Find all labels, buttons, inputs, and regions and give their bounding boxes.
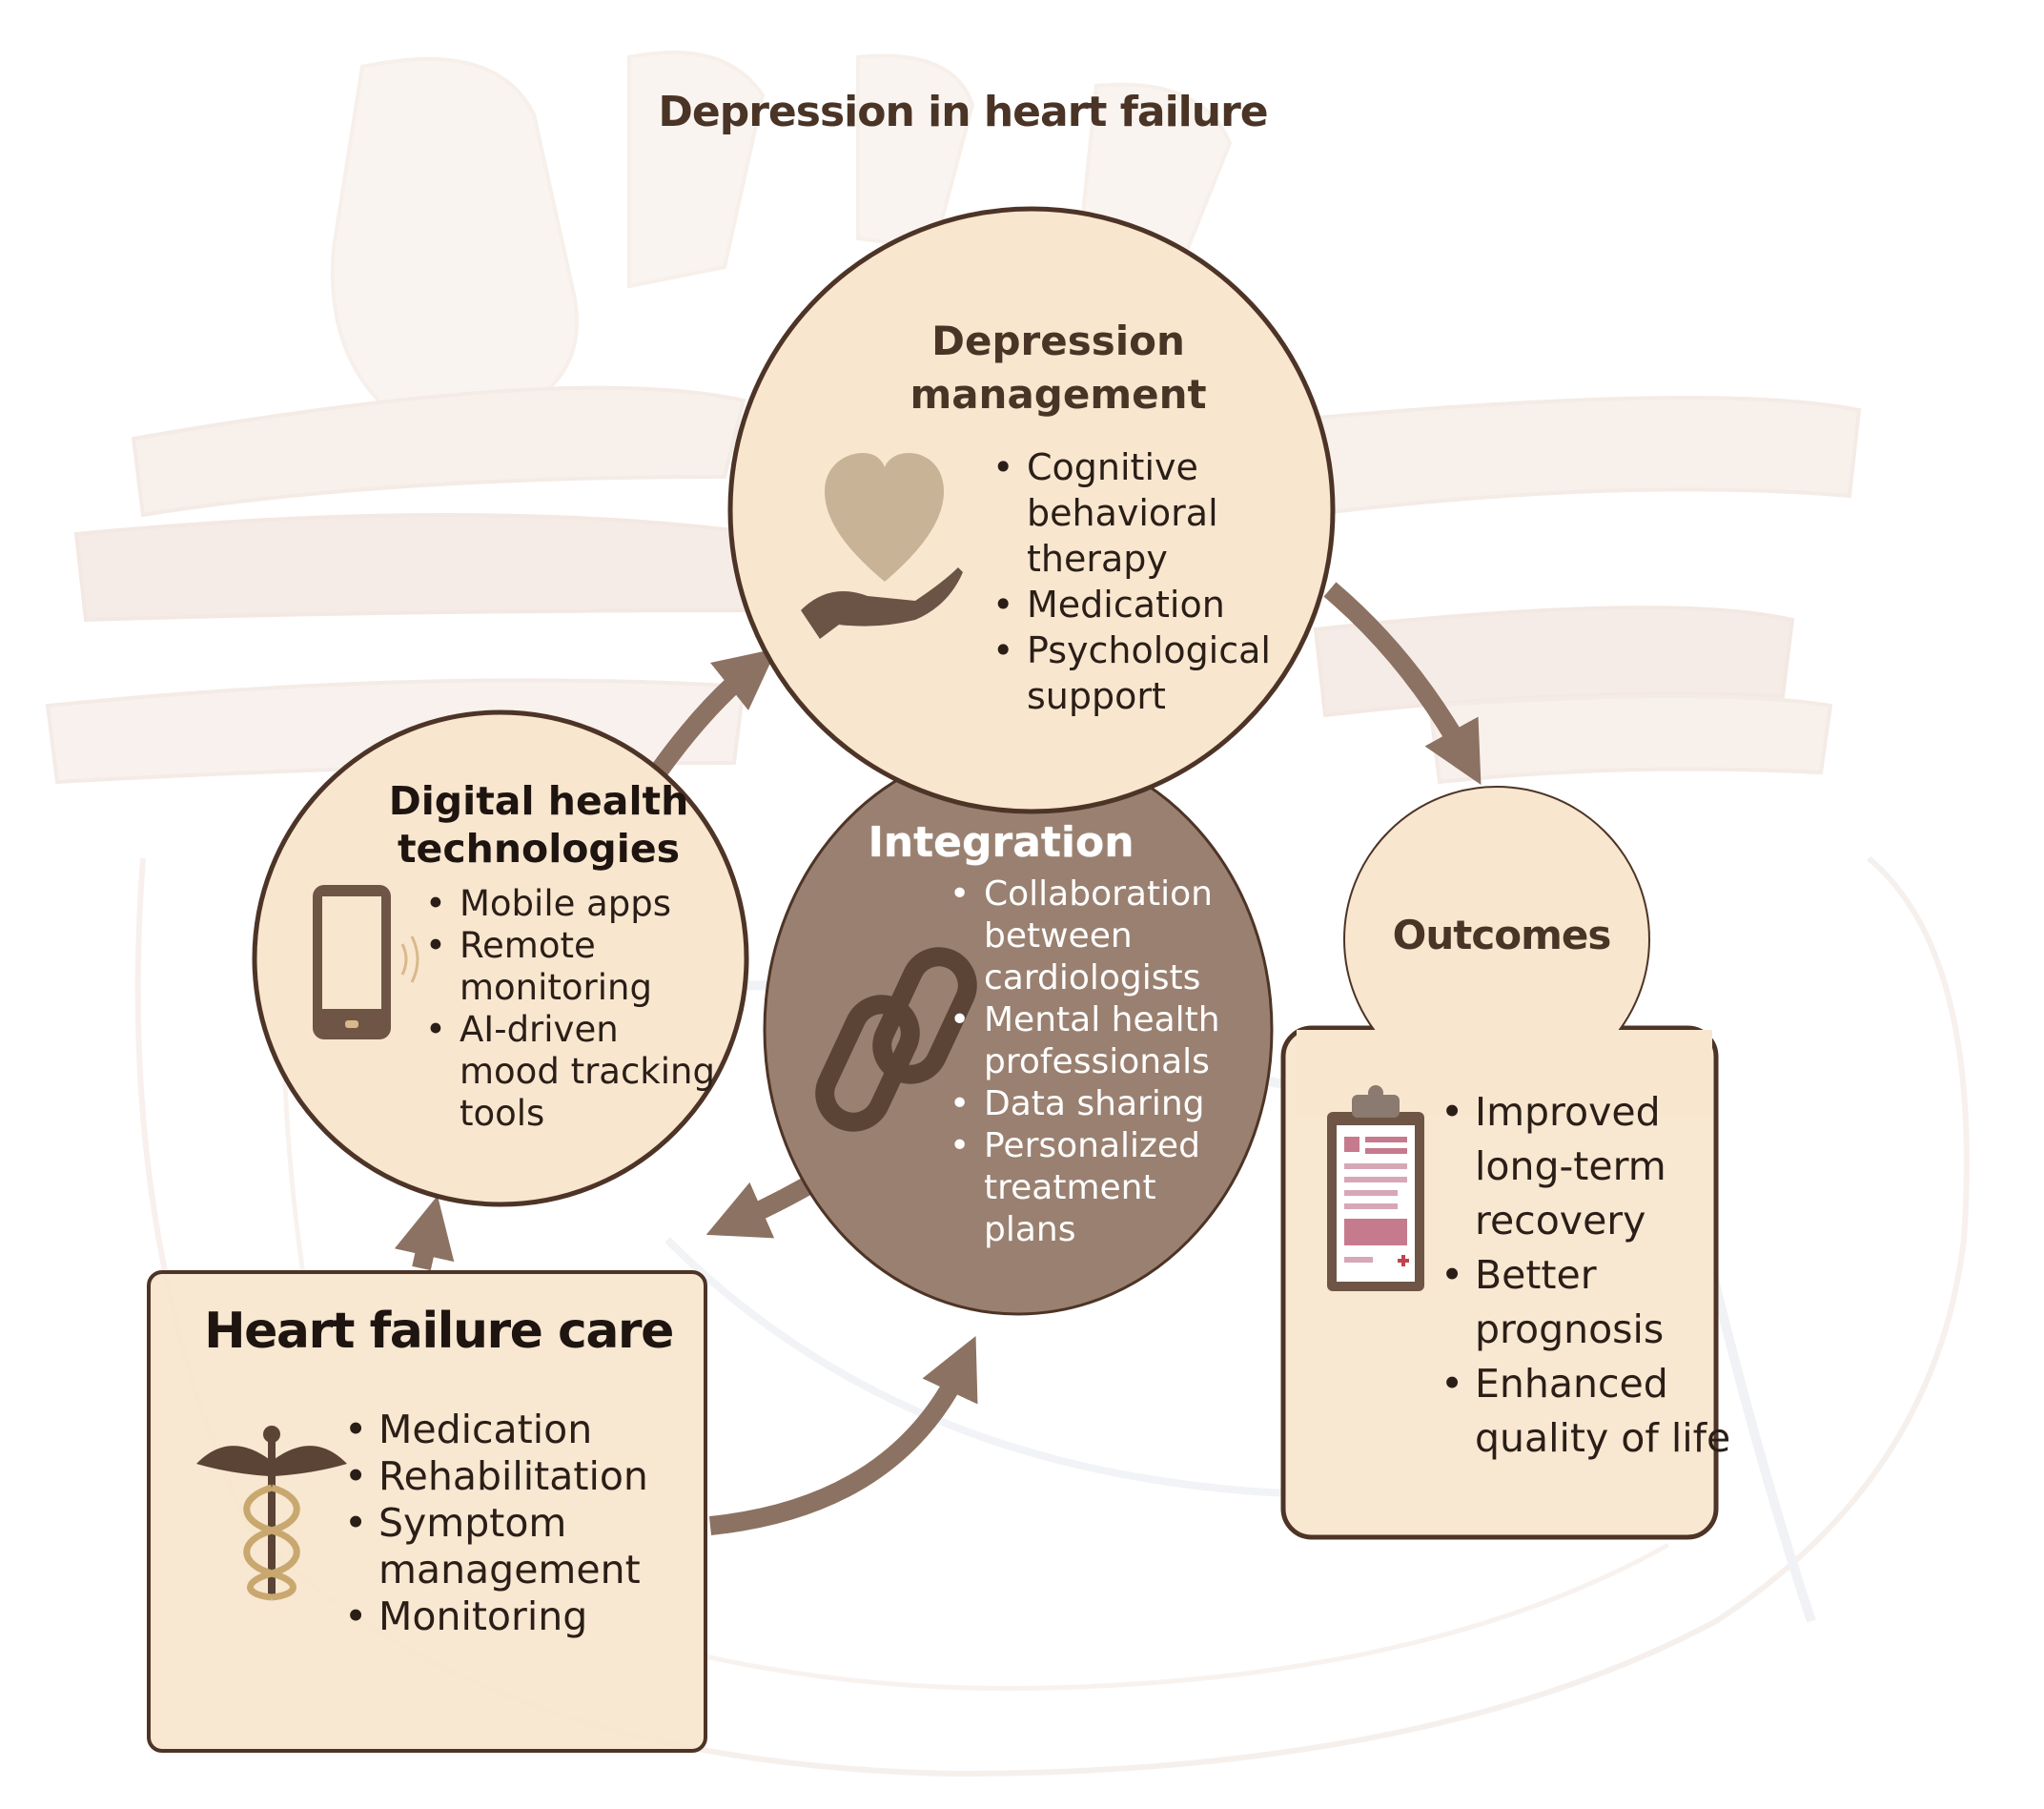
list-item: Medication <box>338 1407 720 1453</box>
integration-list: Collaboration between cardiologists Ment… <box>944 874 1230 1251</box>
digital-health-title: Digital health technologies <box>388 778 689 872</box>
list-item: Enhanced quality of life <box>1435 1357 1740 1466</box>
caduceus-icon <box>196 1426 347 1601</box>
list-item: Remote monitoring <box>419 925 715 1009</box>
list-item: Monitoring <box>338 1593 720 1640</box>
integration-title: Integration <box>868 818 1134 867</box>
arrow-hfcare-to-digital <box>394 1195 455 1271</box>
arrow-depression-to-outcomes <box>1323 582 1482 786</box>
arrow-hfcare-to-integration <box>708 1336 978 1535</box>
heart-in-hand-icon <box>801 453 963 639</box>
list-item: Data sharing <box>944 1083 1230 1125</box>
clipboard-icon <box>1327 1085 1424 1291</box>
digital-health-list: Mobile apps Remote monitoring AI-driven … <box>419 883 715 1135</box>
depression-management-list: Cognitive behavioral therapy Medication … <box>987 444 1301 719</box>
depression-management-title: Depression management <box>910 318 1207 418</box>
outcomes-list: Improved long-term recovery Better progn… <box>1435 1085 1740 1466</box>
list-item: Personalized treatment plans <box>944 1125 1230 1251</box>
list-item: Mobile apps <box>419 883 715 925</box>
diagram-title: Depression in heart failure <box>658 88 1268 136</box>
list-item: Rehabilitation <box>338 1453 720 1500</box>
heart-failure-care-list: Medication Rehabilitation Symptom manage… <box>338 1407 720 1640</box>
list-item: Mental health professionals <box>944 999 1230 1083</box>
heart-failure-care-title: Heart failure care <box>204 1303 674 1360</box>
list-item: Psychological support <box>987 627 1301 719</box>
list-item: Better prognosis <box>1435 1248 1740 1357</box>
outcomes-title: Outcomes <box>1392 912 1612 958</box>
arrow-digital-to-depression <box>649 648 777 778</box>
list-item: Cognitive behavioral therapy <box>987 444 1301 582</box>
mobile-phone-icon <box>313 885 419 1039</box>
list-item: Symptom management <box>338 1500 720 1593</box>
list-item: AI-driven mood tracking tools <box>419 1009 715 1135</box>
list-item: Medication <box>987 582 1301 627</box>
list-item: Improved long-term recovery <box>1435 1085 1740 1248</box>
list-item: Collaboration between cardiologists <box>944 874 1230 999</box>
